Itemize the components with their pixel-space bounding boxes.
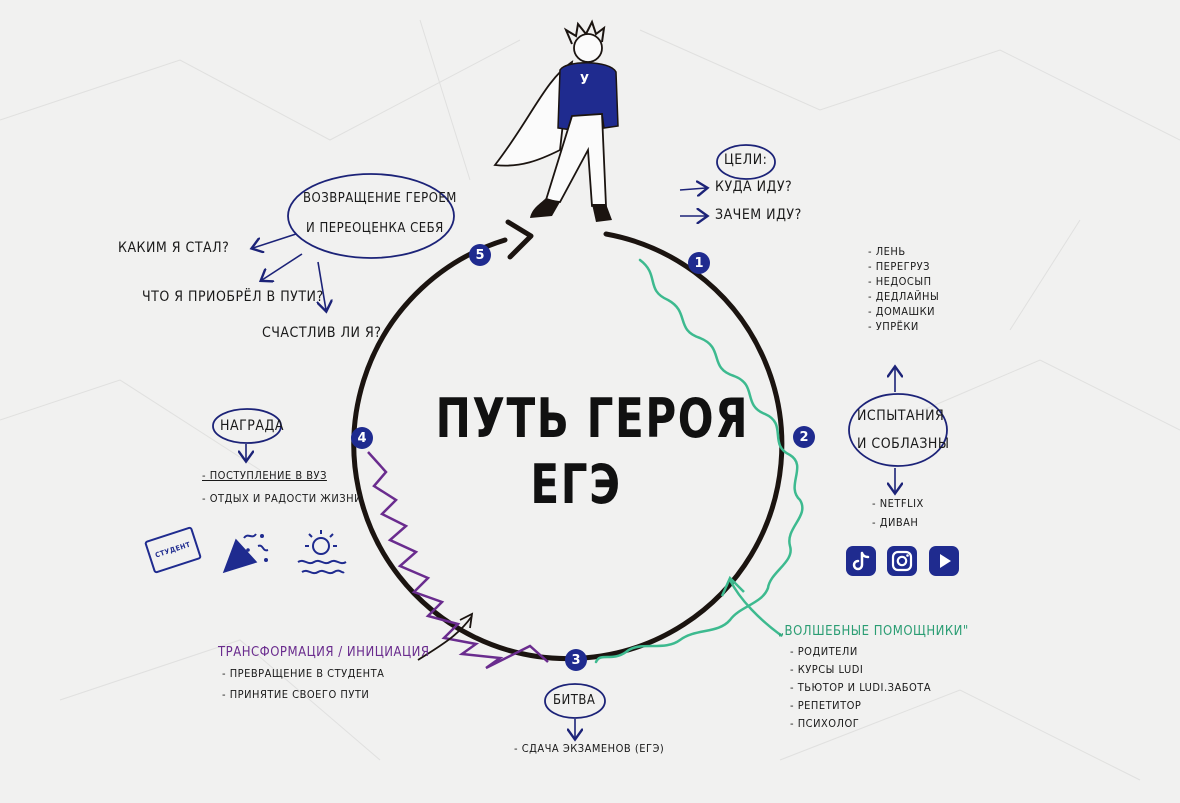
transformation-heading: ТРАНСФОРМАЦИЯ / ИНИЦИАЦИЯ [218,645,430,660]
trials-label-line2: И СОБЛАЗНЫ [857,436,950,452]
navy-arrows [246,188,895,738]
reward-bubble [212,408,282,444]
trials-upper-item: - ДЕДЛАЙНЫ [868,290,940,303]
return-label-line2: И ПЕРЕОЦЕНКА СЕБЯ [306,221,444,236]
return-question-2: ЧТО Я ПРИОБРЁЛ В ПУТИ? [142,289,324,305]
helpers-item: - РЕПЕТИТОР [790,699,862,712]
goals-bubble [716,144,776,180]
trials-lower-item: - ДИВАН [872,516,919,529]
helpers-item: - ТЬЮТОР И LUDI.ЗАБОТА [790,681,932,694]
helpers-item: - РОДИТЕЛИ [790,645,858,658]
paper-texture [0,19,1180,781]
stage-2-badge: 2 [793,426,815,448]
helpers-item: - ПСИХОЛОГ [790,717,860,730]
reward-label: НАГРАДА [220,418,284,434]
return-bubble [287,173,455,259]
diagram-title-line1: ПУТЬ ГЕРОЯ [435,387,750,450]
green-wavy-line [594,258,804,664]
cycle-arrowhead [505,219,534,260]
transformation-item-2: - ПРИНЯТИЕ СВОЕГО ПУТИ [222,688,370,701]
battle-label: БИТВА [553,693,596,708]
hero-sweater-letter: У [580,73,590,88]
return-question-3: СЧАСТЛИВ ЛИ Я? [262,325,382,341]
transformation-item-1: - ПРЕВРАЩЕНИЕ В СТУДЕНТА [222,667,385,680]
diagram-title-line2: ЕГЭ [530,453,622,516]
purple-zigzag-line [367,451,549,670]
trials-lower-item: - NETFLIX [872,497,924,510]
trials-upper-item: - УПРЁКИ [868,320,919,333]
hero-figure [493,19,619,222]
trials-upper-item: - ПЕРЕГРУЗ [868,260,931,273]
goal-item-1: КУДА ИДУ? [715,179,793,195]
transformation-arrow [417,615,473,661]
goals-heading: ЦЕЛИ: [724,152,768,168]
helpers-arrow [728,579,783,638]
stage-4-badge: 4 [351,427,373,449]
trials-upper-list: - ЛЕНЬ - ПЕРЕГРУЗ - НЕДОСЫП - ДЕДЛАЙНЫ -… [868,246,939,336]
trials-label-line1: ИСПЫТАНИЯ [857,408,945,424]
reward-item-1: - ПОСТУПЛЕНИЕ В ВУЗ [202,469,327,482]
trials-upper-item: - ДОМАШКИ [868,305,936,318]
goal-item-2: ЗАЧЕМ ИДУ? [715,207,802,223]
trials-upper-item: - ЛЕНЬ [868,245,906,258]
trials-bubble [848,393,948,467]
sun-beach-icon [297,530,347,575]
helpers-list: - РОДИТЕЛИ - КУРСЫ LUDI - ТЬЮТОР И LUDI.… [790,646,931,733]
trials-lower-list: - NETFLIX - ДИВАН [872,498,924,532]
trials-upper-item: - НЕДОСЫП [868,275,932,288]
tiktok-icon [846,546,876,576]
student-card-text: СТУДЕНТ [154,540,192,560]
helpers-item: - КУРСЫ LUDI [790,663,864,676]
stage-1-badge: 1 [688,252,710,274]
return-label-line1: ВОЗВРАЩЕНИЕ ГЕРОЕМ [303,191,457,206]
return-question-1: КАКИМ Я СТАЛ? [118,240,230,256]
helpers-arrowhead [720,575,745,597]
transformation-arrowhead [459,612,474,629]
stage-5-badge: 5 [469,244,491,266]
instagram-icon [887,546,917,576]
battle-bubble [544,683,606,719]
party-popper-icon [222,533,269,574]
youtube-icon [929,546,959,576]
reward-item-2: - ОТДЫХ И РАДОСТИ ЖИЗНИ [202,492,362,505]
helpers-heading: „ВОЛШЕБНЫЕ ПОМОЩНИКИ" [778,624,969,639]
battle-item-1: - СДАЧА ЭКЗАМЕНОВ (ЕГЭ) [514,742,665,755]
stage-3-badge: 3 [565,649,587,671]
